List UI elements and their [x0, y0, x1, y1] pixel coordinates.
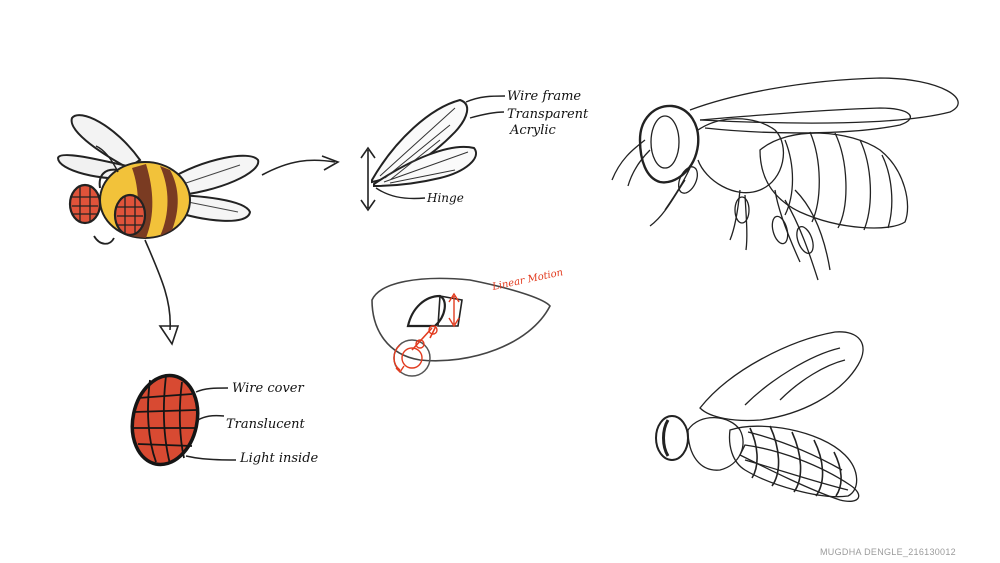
bee-sketch-wireframe	[655, 331, 864, 502]
arrow-to-eye	[144, 239, 171, 331]
label-translucent: Translucent	[226, 417, 306, 432]
arrow-to-wing	[261, 159, 336, 176]
arrowhead-eye	[158, 325, 180, 346]
label-hinge: Hinge	[426, 191, 464, 205]
bee-sketch-realistic	[611, 77, 959, 281]
cartoon-bee	[56, 114, 260, 245]
arrowhead-wing	[321, 155, 340, 171]
label-wire-cover: Wire cover	[232, 381, 304, 396]
label-linear-motion: Linear Motion	[490, 267, 564, 293]
label-light-inside: Light inside	[239, 451, 319, 466]
eye-detail	[130, 373, 237, 467]
label-transparent: Transparent	[507, 107, 589, 122]
mechanism-sketch	[371, 277, 551, 377]
bee-left-eye	[68, 183, 102, 225]
bee-right-eye	[113, 193, 147, 237]
wing-detail	[360, 95, 506, 212]
label-wire-frame: Wire frame	[507, 89, 581, 104]
watermark: MUGDHA DENGLE_216130012	[820, 547, 956, 557]
label-acrylic: Acrylic	[509, 123, 557, 138]
